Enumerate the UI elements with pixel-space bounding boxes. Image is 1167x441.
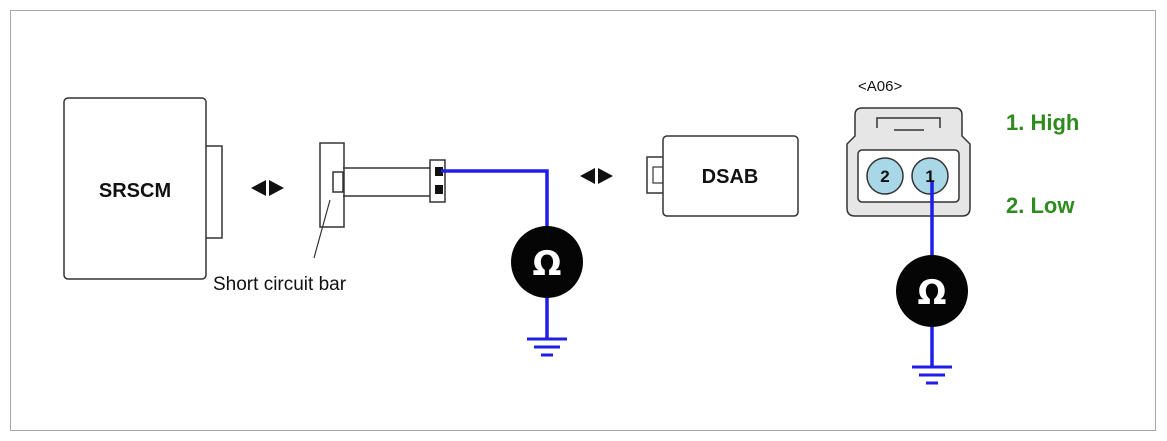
short-bar-label: Short circuit bar: [213, 274, 347, 295]
ohmmeter-icon: Ω: [511, 226, 583, 298]
short-bar-end-connector: [429, 159, 446, 203]
connector-pin-1: 1: [911, 157, 949, 195]
short-bar-leader: [313, 199, 331, 259]
connector-latch: [876, 117, 941, 128]
dsab-connector-slot: [652, 166, 664, 184]
short-circuit-bar: Short circuit bar: [213, 142, 446, 295]
ground-icon: [912, 365, 952, 385]
srscm-label: SRSCM: [99, 180, 171, 202]
ground-icon: [527, 337, 567, 357]
dsab-label: DSAB: [702, 166, 759, 188]
ohmmeter-icon: Ω: [896, 255, 968, 327]
test-wire-1: [441, 169, 549, 237]
dsab-module: DSAB: [646, 135, 799, 217]
legend-item-low: 2. Low: [1006, 193, 1075, 218]
pin-2-label: 2: [880, 167, 889, 186]
short-bar-terminal-2: [435, 185, 443, 194]
connector-label: <A06>: [858, 78, 902, 95]
legend-item-high: 1. High: [1006, 110, 1079, 135]
swap-arrows-icon: [580, 168, 613, 184]
dsab-body: [662, 135, 799, 217]
connector-pin-2: 2: [866, 157, 904, 195]
pin-1-label: 1: [925, 167, 934, 186]
swap-arrows-icon: [251, 180, 284, 196]
ohm-symbol: Ω: [533, 244, 562, 284]
srscm-module: SRSCM: [63, 97, 223, 280]
ohm-symbol: Ω: [918, 273, 947, 313]
connector-a06: <A06> 2 1: [846, 78, 971, 217]
measurement-1: Ω: [441, 169, 583, 357]
short-bar-terminal-1: [435, 167, 443, 176]
srscm-body: [63, 97, 207, 280]
measurement-2: Ω: [896, 182, 968, 385]
pin-legend: 1. High 2. Low: [1006, 110, 1079, 218]
short-bar-tip: [332, 171, 344, 193]
